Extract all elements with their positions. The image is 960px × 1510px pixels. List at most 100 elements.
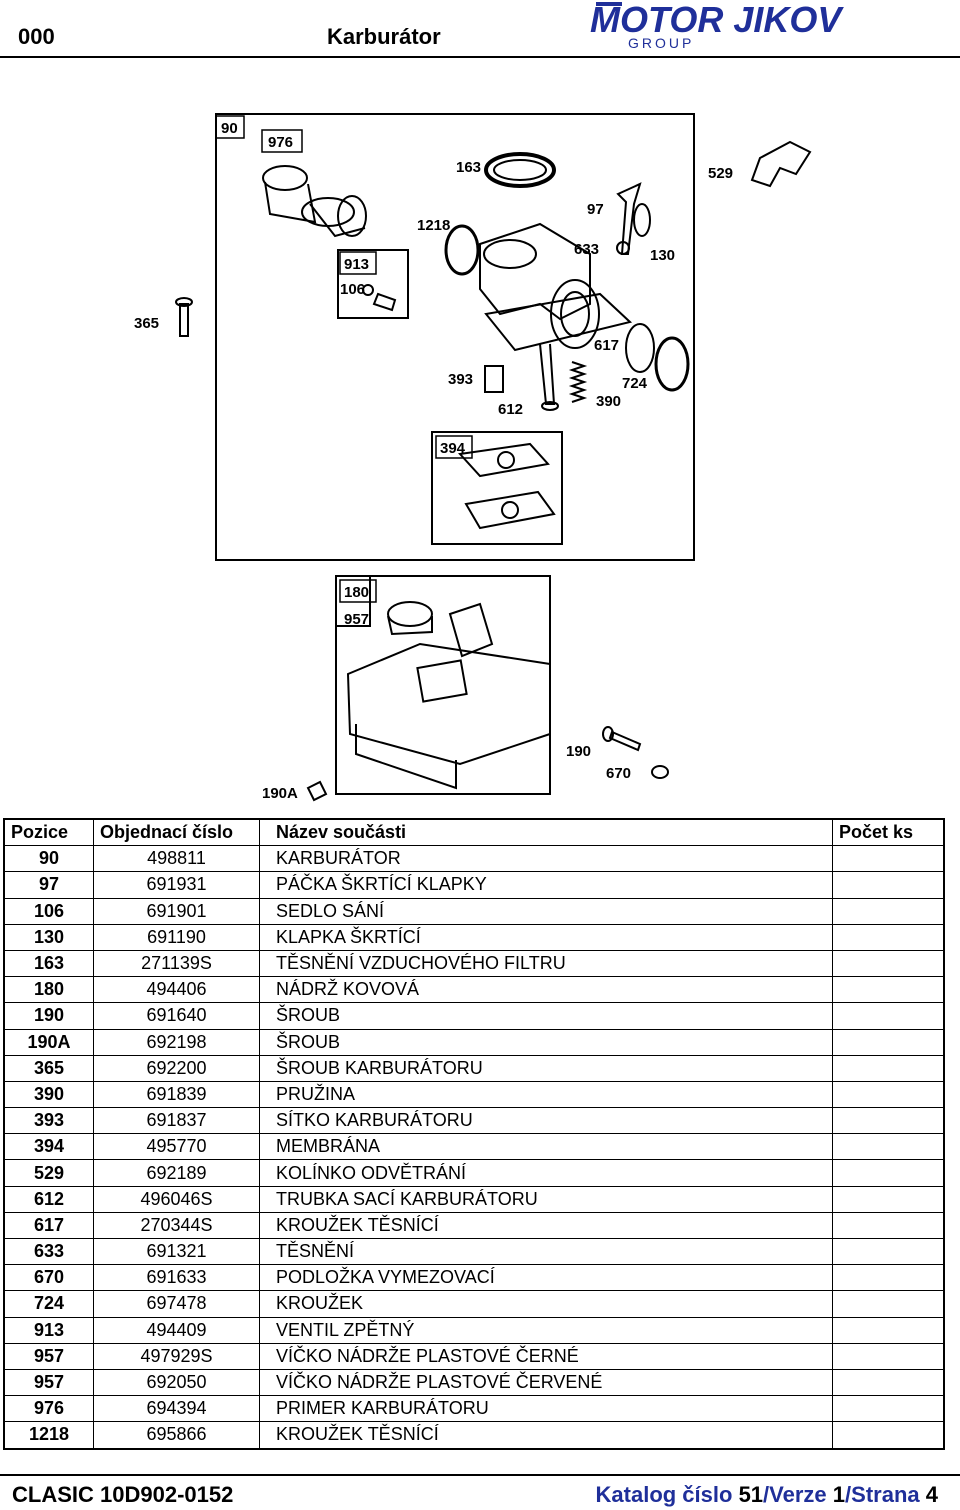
cell-pocet-ks (832, 1080, 945, 1109)
cell-nazev: TĚSNĚNÍ VZDUCHOVÉHO FILTRU (259, 949, 833, 978)
callout-612: 612 (498, 401, 523, 418)
callout-180: 180 (344, 584, 369, 601)
cell-nazev: PRUŽINA (259, 1080, 833, 1109)
cell-pocet-ks (832, 1211, 945, 1240)
cell-objednaci-cislo: 494409 (93, 1316, 260, 1344)
cell-pozice: 957 (3, 1342, 94, 1370)
cell-pocet-ks (832, 1316, 945, 1344)
cell-nazev: ŠROUB KARBURÁTORU (259, 1054, 833, 1082)
cell-objednaci-cislo: 692200 (93, 1054, 260, 1082)
callout-365: 365 (134, 315, 159, 332)
cell-pocet-ks (832, 949, 945, 978)
cell-pozice: 393 (3, 1107, 94, 1135)
callout-976: 976 (268, 134, 293, 151)
cell-objednaci-cislo: 691931 (93, 871, 260, 899)
cell-pocet-ks (832, 871, 945, 899)
cell-objednaci-cislo: 691321 (93, 1237, 260, 1266)
cell-pocet-ks (832, 1107, 945, 1135)
cell-objednaci-cislo: 498811 (93, 845, 260, 873)
header-code: 000 (18, 24, 55, 49)
cell-nazev: PODLOŽKA VYMEZOVACÍ (259, 1264, 833, 1292)
cell-pozice: 1218 (3, 1421, 94, 1449)
cell-nazev: SEDLO SÁNÍ (259, 897, 833, 925)
cell-pocet-ks (832, 1002, 945, 1030)
logo-main-text: MOTOR JIKOV (590, 2, 844, 40)
callout-106: 106 (340, 281, 365, 298)
cell-nazev: SÍTKO KARBURÁTORU (259, 1107, 833, 1135)
header-divider (0, 56, 960, 58)
footer-strana-label: /Strana (845, 1482, 920, 1507)
callout-1218: 1218 (417, 217, 450, 234)
page-title: Karburátor (327, 24, 441, 49)
cell-pozice: 180 (3, 976, 94, 1004)
col-header-nazev-soucasti: Název součásti (259, 818, 833, 847)
cell-objednaci-cislo: 692050 (93, 1368, 260, 1397)
cell-nazev: VÍČKO NÁDRŽE PLASTOVÉ ČERNÉ (259, 1342, 833, 1370)
cell-pozice: 130 (3, 923, 94, 951)
cell-objednaci-cislo: 691839 (93, 1080, 260, 1109)
cell-pozice: 163 (3, 949, 94, 978)
cell-pocet-ks (832, 1185, 945, 1213)
callout-394: 394 (440, 440, 466, 457)
footer-katalog-number: 51 (738, 1482, 764, 1507)
cell-objednaci-cislo: 691633 (93, 1264, 260, 1292)
cell-pocet-ks (832, 1342, 945, 1370)
cell-objednaci-cislo: 691640 (93, 1002, 260, 1030)
cell-nazev: TRUBKA SACÍ KARBURÁTORU (259, 1185, 833, 1213)
callout-529: 529 (708, 165, 733, 182)
cell-pozice: 97 (3, 871, 94, 899)
callout-617: 617 (594, 337, 619, 354)
cell-objednaci-cislo: 695866 (93, 1421, 260, 1449)
cell-nazev: NÁDRŽ KOVOVÁ (259, 976, 833, 1004)
cell-nazev: KARBURÁTOR (259, 845, 833, 873)
cell-objednaci-cislo: 697478 (93, 1290, 260, 1318)
cell-pocet-ks (832, 1290, 945, 1318)
cell-pocet-ks (832, 1159, 945, 1187)
callout-670: 670 (606, 765, 631, 782)
col-header-pocet-ks: Počet ks (832, 818, 945, 847)
cell-nazev: ŠROUB (259, 1002, 833, 1030)
cell-objednaci-cislo: 494406 (93, 976, 260, 1004)
cell-objednaci-cislo: 271139S (93, 949, 260, 978)
cell-pozice: 190 (3, 1002, 94, 1030)
cell-pozice: 617 (3, 1211, 94, 1240)
callout-130: 130 (650, 247, 675, 264)
parts-table: Pozice Objednací číslo Název součásti Po… (3, 818, 945, 1450)
cell-objednaci-cislo: 495770 (93, 1133, 260, 1161)
col-header-objednaci-cislo: Objednací číslo (93, 818, 260, 847)
footer-verze-number: 1 (832, 1482, 846, 1507)
cell-nazev: VENTIL ZPĚTNÝ (259, 1316, 833, 1344)
cell-pozice: 394 (3, 1133, 94, 1161)
cell-nazev: PRIMER KARBURÁTORU (259, 1395, 833, 1423)
callout-393: 393 (448, 371, 473, 388)
callout-190: 190 (566, 743, 591, 760)
cell-pocet-ks (832, 1237, 945, 1266)
cell-nazev: KLAPKA ŠKRTÍCÍ (259, 923, 833, 951)
cell-nazev: MEMBRÁNA (259, 1133, 833, 1161)
cell-nazev: KROUŽEK (259, 1290, 833, 1318)
callout-724: 724 (622, 375, 648, 392)
cell-pocet-ks (832, 1368, 945, 1397)
cell-pozice: 976 (3, 1395, 94, 1423)
cell-objednaci-cislo: 692198 (93, 1028, 260, 1056)
col-header-pozice: Pozice (3, 818, 94, 847)
parts-diagram: 90 976 163 529 97 1218 633 130 913 106 3… (134, 113, 812, 802)
cell-pozice: 724 (3, 1290, 94, 1318)
cell-objednaci-cislo: 691901 (93, 897, 260, 925)
callout-390: 390 (596, 393, 621, 410)
cell-nazev: KROUŽEK TĚSNÍCÍ (259, 1211, 833, 1240)
cell-nazev: TĚSNĚNÍ (259, 1237, 833, 1266)
cell-objednaci-cislo: 694394 (93, 1395, 260, 1423)
